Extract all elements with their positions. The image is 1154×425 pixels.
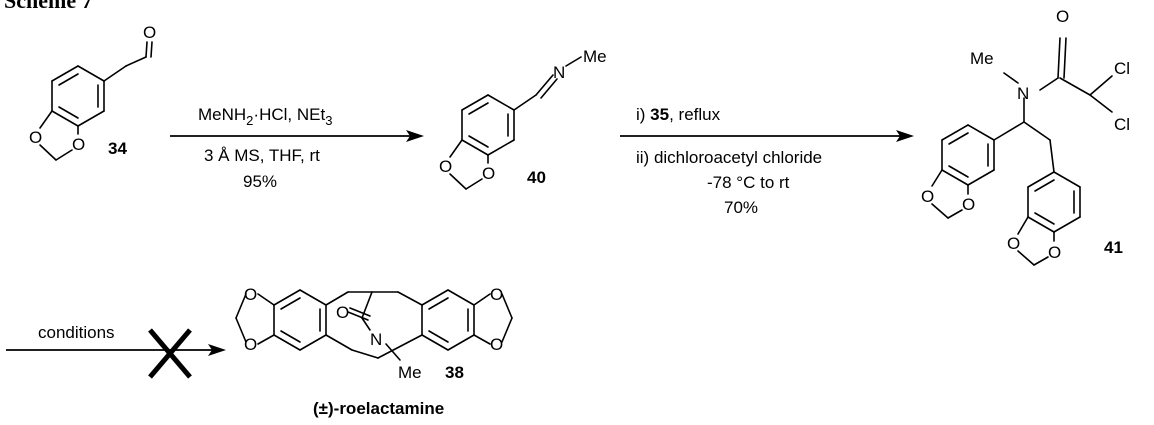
- compound-number-41: 41: [1104, 238, 1123, 257]
- step3-conditions: conditions: [38, 323, 115, 342]
- arrowhead-1: [406, 130, 424, 142]
- atom-n: N: [1017, 84, 1029, 103]
- atom-cl: Cl: [1114, 115, 1130, 134]
- compound-number-34: 34: [108, 139, 127, 158]
- step1-reagents: MeNH2·HCl, NEt3: [198, 105, 332, 128]
- compound-34-structure: [39, 41, 153, 161]
- compound-38-structure: [235, 289, 513, 361]
- arrowhead-3: [208, 344, 226, 356]
- atom-o: O: [490, 285, 503, 304]
- roelactamine-label: (±)-roelactamine: [313, 399, 444, 418]
- step1-conditions: 3 Å MS, THF, rt: [204, 146, 320, 165]
- atom-o: O: [1056, 7, 1069, 26]
- atom-o: O: [1048, 243, 1061, 262]
- failed-reaction-x-mark: [148, 328, 192, 379]
- atom-o: O: [72, 135, 85, 154]
- atom-o: O: [439, 157, 452, 176]
- step1-yield: 95%: [243, 172, 277, 191]
- atom-o: O: [244, 335, 257, 354]
- step2-line2: ii) dichloroacetyl chloride: [636, 148, 822, 167]
- atom-o: O: [244, 285, 257, 304]
- atom-o: O: [29, 128, 42, 147]
- atom-n: N: [370, 330, 382, 349]
- step2-line3: -78 °C to rt: [707, 173, 790, 192]
- step2-line1: i) 35, reflux: [636, 105, 721, 124]
- compound-41-structure: [931, 37, 1113, 266]
- atom-o: O: [921, 187, 934, 206]
- arrowhead-2: [896, 130, 914, 142]
- step2-yield: 70%: [724, 198, 758, 217]
- atom-o: O: [336, 303, 349, 322]
- atom-o: O: [143, 23, 156, 42]
- atom-o: O: [1007, 234, 1020, 253]
- compound-number-38: 38: [445, 363, 464, 382]
- atom-me: Me: [583, 47, 607, 66]
- compound-number-40: 40: [527, 168, 546, 187]
- atom-me: Me: [398, 363, 422, 382]
- scheme-title: Scheme 7: [4, 0, 93, 13]
- atom-n: N: [553, 63, 565, 82]
- compound-40-structure: [449, 56, 582, 190]
- atom-me: Me: [970, 49, 994, 68]
- atom-o: O: [490, 335, 503, 354]
- atom-cl: Cl: [1114, 59, 1130, 78]
- atom-o: O: [482, 164, 495, 183]
- atom-o: O: [962, 195, 975, 214]
